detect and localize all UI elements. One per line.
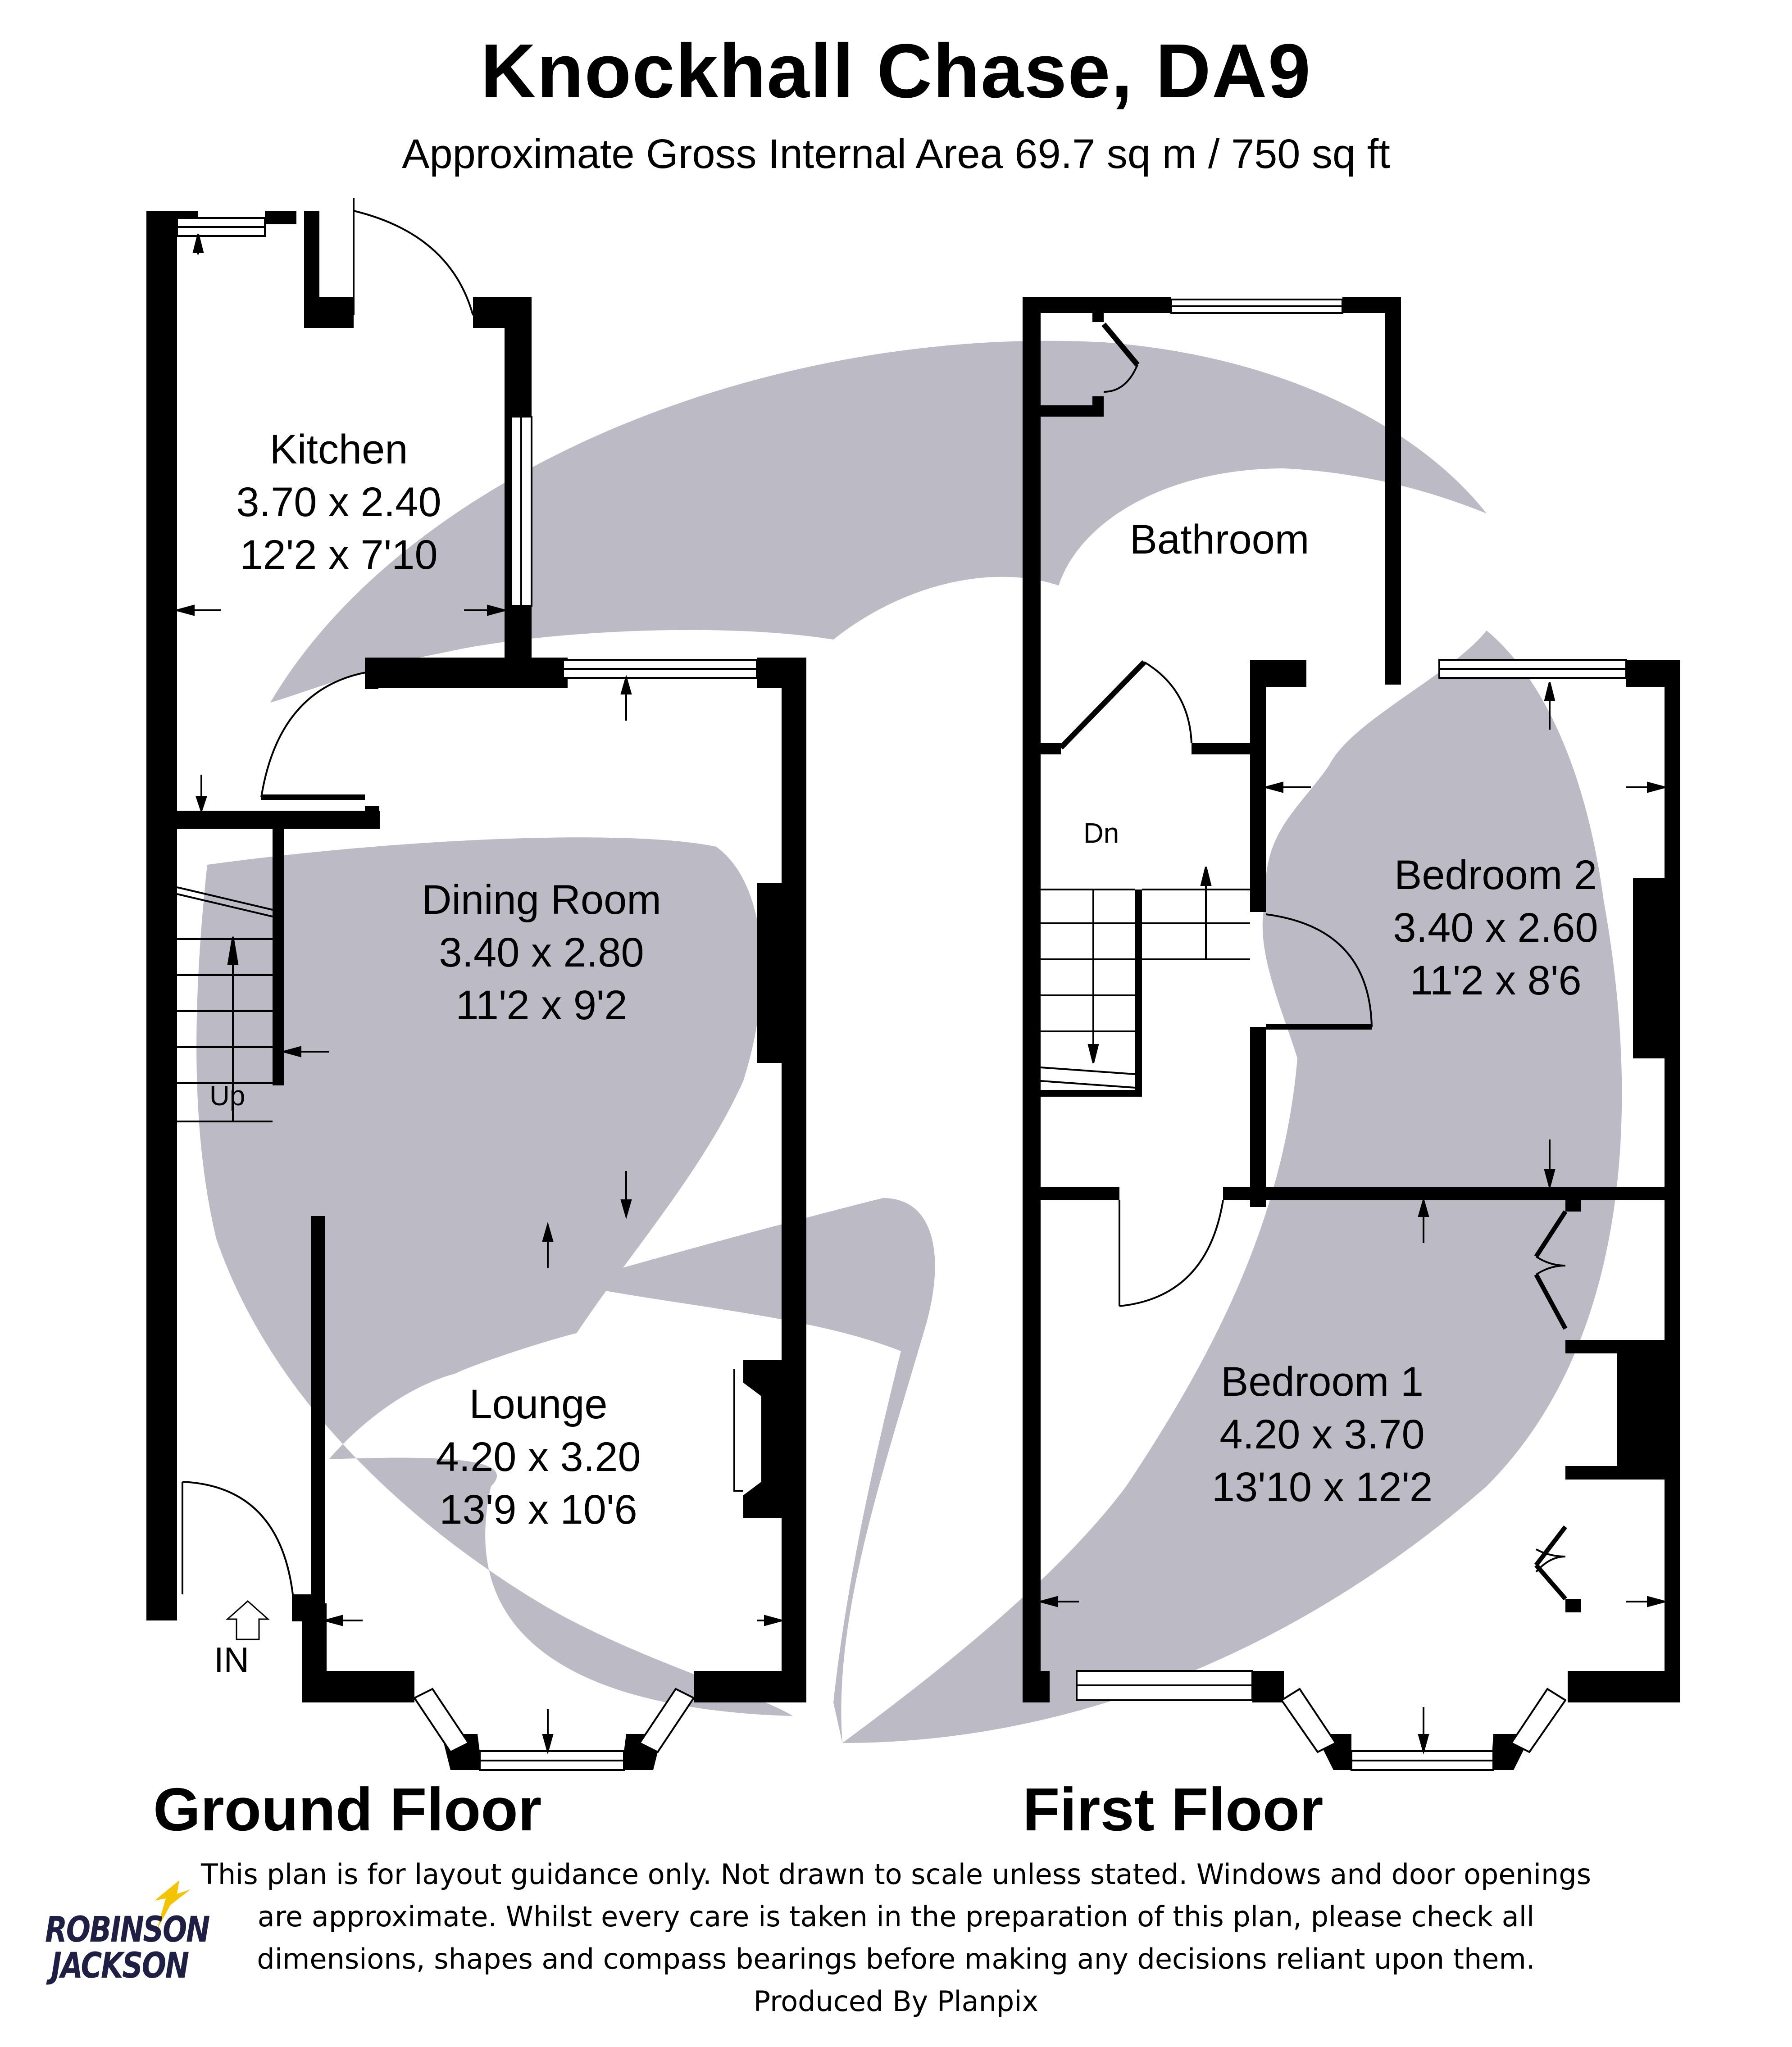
swift-bird-icon [155, 1880, 191, 1930]
floor-title-ground: Ground Floor [153, 1775, 542, 1843]
room-imperial: 11'2 x 9'2 [455, 982, 628, 1028]
room-lounge: Lounge 4.20 x 3.20 13'9 x 10'6 [436, 1378, 641, 1536]
room-metric: 3.40 x 2.60 [1393, 905, 1598, 951]
room-metric: 4.20 x 3.70 [1219, 1412, 1425, 1457]
room-bedroom-2: Bedroom 2 3.40 x 2.60 11'2 x 8'6 [1393, 849, 1598, 1007]
watermark-logo [196, 340, 1622, 1743]
ground-floor-walls [146, 211, 806, 1770]
room-imperial: 12'2 x 7'10 [240, 532, 438, 578]
room-bedroom-1: Bedroom 1 4.20 x 3.70 13'10 x 12'2 [1212, 1356, 1433, 1514]
disclaimer-line: dimensions, shapes and compass bearings … [257, 1943, 1535, 1975]
room-imperial: 13'10 x 12'2 [1211, 1464, 1433, 1510]
disclaimer-line: are approximate. Whilst every care is ta… [257, 1900, 1535, 1933]
logo-line-1: ROBINSON [45, 1910, 210, 1950]
room-name: Bathroom [1129, 517, 1310, 563]
room-imperial: 13'9 x 10'6 [439, 1487, 637, 1533]
first-floor-doors-stairs [1040, 322, 1568, 1601]
first-floor-windows [1076, 299, 1627, 1771]
disclaimer: This plan is for layout guidance only. N… [0, 1853, 1792, 2023]
room-metric: 3.70 x 2.40 [236, 479, 441, 525]
room-name: Lounge [469, 1381, 608, 1427]
robinson-jackson-logo: ROBINSON JACKSON [45, 1880, 210, 1986]
stairs-down-label: Dn [1083, 818, 1119, 849]
first-floor-walls [1023, 297, 1680, 1770]
room-metric: 4.20 x 3.20 [436, 1434, 641, 1480]
ground-floor-doors-stairs [177, 198, 743, 1640]
gross-internal-area: Approximate Gross Internal Area 69.7 sq … [402, 131, 1390, 177]
room-name: Kitchen [269, 427, 408, 472]
room-name: Bedroom 1 [1220, 1359, 1424, 1405]
logo-line-2: JACKSON [51, 1946, 189, 1986]
producer-credit: Produced By Planpix [753, 1985, 1039, 2018]
room-bathroom: Bathroom [1130, 513, 1310, 566]
room-imperial: 11'2 x 8'6 [1410, 958, 1582, 1003]
stairs-up-label: Up [209, 1080, 246, 1112]
plan-title: Knockhall Chase, DA9 [480, 28, 1312, 114]
disclaimer-line: This plan is for layout guidance only. N… [200, 1858, 1592, 1891]
ground-floor-dimension-arrows [173, 234, 785, 1755]
room-name: Dining Room [422, 877, 661, 923]
floor-title-first: First Floor [1023, 1775, 1324, 1843]
room-kitchen: Kitchen 3.70 x 2.40 12'2 x 7'10 [236, 423, 441, 581]
room-name: Bedroom 2 [1394, 852, 1597, 898]
first-floor-dimension-arrows [1037, 682, 1668, 1755]
ground-floor-windows [176, 217, 758, 1771]
entrance-label: IN [214, 1640, 249, 1679]
room-metric: 3.40 x 2.80 [439, 930, 644, 976]
room-dining-room: Dining Room 3.40 x 2.80 11'2 x 9'2 [422, 874, 661, 1032]
